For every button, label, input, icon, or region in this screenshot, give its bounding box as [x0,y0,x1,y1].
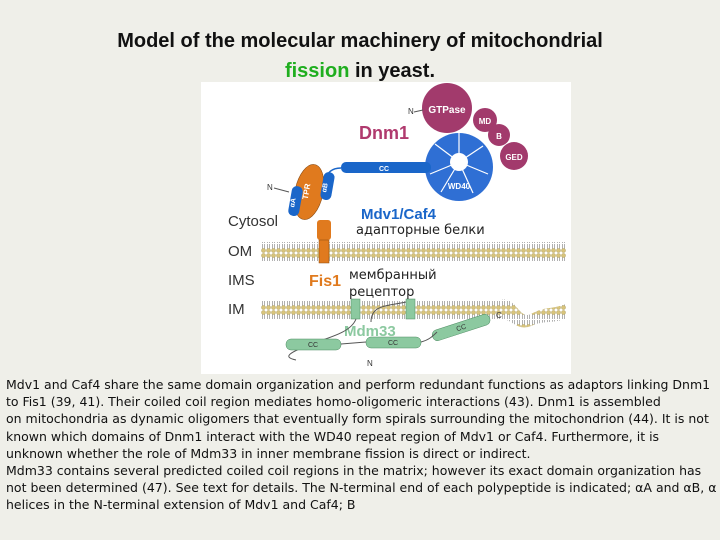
dnm1-label: Dnm1 [359,123,409,143]
wd40-label: WD40 [448,182,471,191]
annotation-membrane-receptor-1: мембранный [349,268,437,283]
alpha-b-helix [320,172,335,201]
mdv1-caf4-label: Mdv1/Caf4 [361,206,437,223]
annotation-membrane-receptor-2: рецептор [349,285,414,300]
mdm33-cc-1-label: CC [308,342,318,349]
slide-title: Model of the molecular machinery of mito… [0,26,720,86]
mdv1-coiled-coil [341,162,431,173]
caption-paragraph-3: Mdm33 contains several predicted coiled … [6,463,717,513]
figure-caption: Mdv1 and Caf4 share the same domain orga… [6,376,718,514]
mdm33-linkers [340,331,438,345]
fis1-transmembrane [318,239,330,264]
dnm1-n-terminus: N [408,107,414,116]
mdm33-n-terminus: N [367,359,373,368]
b-label: B [496,132,502,141]
mdm33-label: Mdm33 [344,323,396,340]
mdm33-cc-1 [285,338,342,351]
gtpase-label: GTPase [428,105,466,116]
caption-paragraph-2: on mitochondria as dynamic oligomers tha… [6,411,709,461]
mdv1-n-tail [273,187,290,193]
mdm33-cc-3 [431,314,491,341]
title-line-2-rest: in yeast. [349,60,436,82]
alpha-b-label: αB [321,183,330,193]
md-label: MD [479,117,492,126]
fis1-tpr-domain [317,220,331,240]
mdm33-cc-2-label: CC [388,340,398,347]
dnm1-n-tail [413,109,424,113]
caption-paragraph-1: Mdv1 and Caf4 share the same domain orga… [6,377,711,410]
inner-membrane [261,300,501,319]
inner-membrane-curve [501,299,566,328]
tpr-label: TPR [301,183,313,201]
mdv1-n-terminus: N [267,183,273,192]
b-domain [488,124,510,146]
mdv1-cc-label: CC [379,166,389,173]
md-domain [473,108,497,132]
gtpase-domain [422,83,472,133]
compartment-om: OM [228,243,252,260]
mdm33-tm-2 [405,298,416,320]
fis1-label: Fis1 [309,273,341,290]
ged-domain [500,142,528,170]
mdm33-cc-3-label: CC [456,324,468,334]
mdm33-tm-1 [350,298,361,320]
title-line-2: fission in yeast. [0,56,720,86]
mdm33-loop [370,301,407,323]
ged-label: GED [505,153,523,162]
outer-membrane [261,242,566,261]
title-line-1: Model of the molecular machinery of mito… [117,30,603,52]
title-highlight-fission: fission [284,60,350,82]
compartment-ims: IMS [228,272,255,289]
compartment-im: IM [228,301,245,318]
alpha-a-label: αA [289,198,298,208]
mdm33-c-terminus: C [496,311,502,320]
fission-model-diagram: Cytosol OM IMS IM GTPase MD B GED N Dnm1… [228,83,566,368]
fission-model-figure: Cytosol OM IMS IM GTPase MD B GED N Dnm1… [201,82,571,374]
compartment-cytosol: Cytosol [228,213,278,230]
annotation-adaptor-proteins: адапторные белки [356,223,485,238]
alpha-a-helix [288,186,303,217]
